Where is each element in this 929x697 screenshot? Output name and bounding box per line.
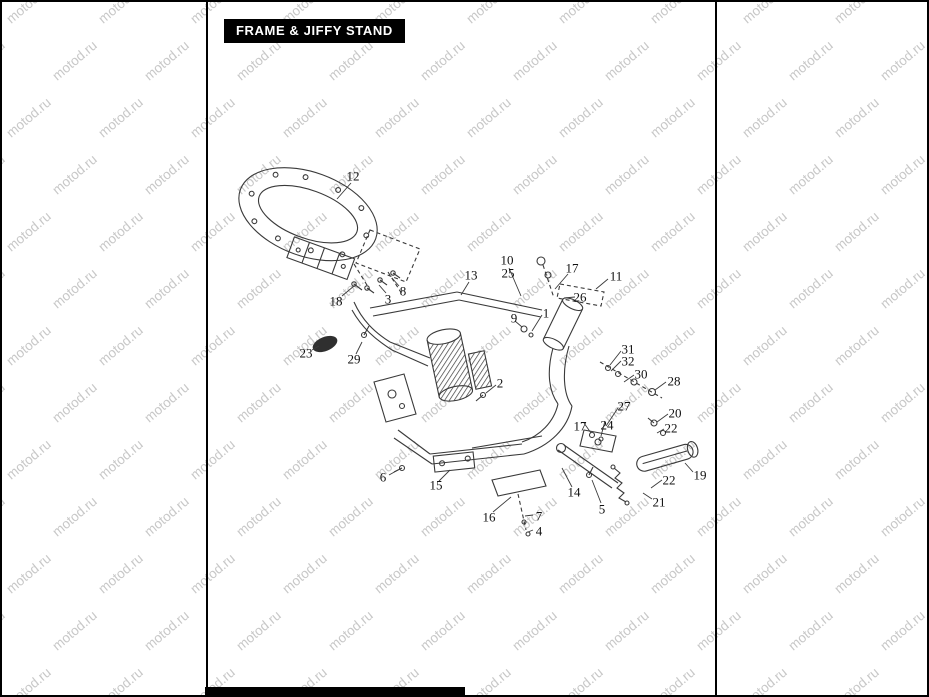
callout-22: 22 bbox=[664, 420, 678, 436]
callout-31: 31 bbox=[621, 341, 635, 357]
callout-20: 20 bbox=[668, 405, 682, 421]
callout-19: 19 bbox=[693, 467, 707, 483]
callout-13: 13 bbox=[464, 267, 478, 283]
callout-22: 22 bbox=[662, 472, 676, 488]
frame-linework bbox=[238, 167, 699, 537]
callout-26: 26 bbox=[573, 289, 587, 305]
callout-21: 21 bbox=[652, 494, 666, 510]
callout-25: 25 bbox=[501, 265, 515, 281]
callout-3: 3 bbox=[384, 291, 392, 307]
callout-9: 9 bbox=[510, 310, 518, 326]
page-title: FRAME & JIFFY STAND bbox=[224, 19, 405, 43]
callout-5: 5 bbox=[598, 501, 606, 517]
callout-14: 14 bbox=[567, 484, 581, 500]
callout-29: 29 bbox=[347, 351, 361, 367]
callout-15: 15 bbox=[429, 477, 443, 493]
callout-11: 11 bbox=[609, 268, 623, 284]
callout-16: 16 bbox=[482, 509, 496, 525]
callout-6: 6 bbox=[379, 469, 387, 485]
callout-8: 8 bbox=[399, 283, 407, 299]
callout-12: 12 bbox=[346, 168, 360, 184]
bottom-bar bbox=[205, 687, 465, 695]
callout-7: 7 bbox=[535, 508, 543, 524]
callout-28: 28 bbox=[667, 373, 681, 389]
leader-lines bbox=[311, 182, 694, 533]
callout-4: 4 bbox=[535, 523, 543, 539]
callout-23: 23 bbox=[299, 345, 313, 361]
callout-17: 17 bbox=[565, 260, 579, 276]
callout-32: 32 bbox=[621, 353, 635, 369]
callout-18: 18 bbox=[329, 293, 343, 309]
callout-30: 30 bbox=[634, 366, 648, 382]
callout-10: 10 bbox=[500, 252, 514, 268]
callout-17: 17 bbox=[573, 418, 587, 434]
callout-1: 1 bbox=[542, 305, 550, 321]
callout-24: 24 bbox=[600, 417, 614, 433]
callout-2: 2 bbox=[496, 375, 504, 391]
callout-27: 27 bbox=[617, 398, 631, 414]
